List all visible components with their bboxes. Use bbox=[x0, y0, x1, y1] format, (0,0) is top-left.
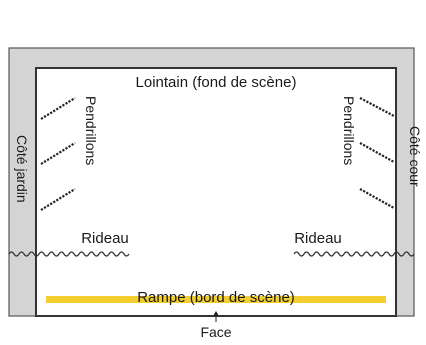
left-leg-1 bbox=[40, 97, 76, 120]
right-curtain-label: Rideau bbox=[294, 230, 342, 247]
stage-area bbox=[35, 67, 397, 317]
footlights-label: Rampe (bord de scène) bbox=[137, 289, 295, 306]
left-leg-2 bbox=[40, 142, 76, 165]
right-legs bbox=[359, 97, 395, 209]
right-side-label: Côté cour bbox=[407, 126, 423, 187]
right-leg-1 bbox=[359, 97, 395, 117]
right-leg-2 bbox=[359, 142, 395, 163]
left-curtain bbox=[8, 251, 130, 257]
audience-arrow bbox=[213, 311, 219, 322]
right-legs-label: Pendrillons bbox=[341, 96, 357, 165]
upstage-label: Lointain (fond de scène) bbox=[136, 74, 297, 91]
right-curtain bbox=[293, 251, 415, 257]
left-legs-label: Pendrillons bbox=[83, 96, 99, 165]
footlights-bar bbox=[46, 296, 386, 303]
right-leg-3 bbox=[359, 188, 395, 209]
left-curtain-label: Rideau bbox=[81, 230, 129, 247]
left-side-label: Côté jardin bbox=[14, 135, 30, 203]
left-legs bbox=[40, 97, 76, 211]
audience-label: Face bbox=[200, 324, 231, 340]
left-leg-3 bbox=[40, 188, 76, 211]
